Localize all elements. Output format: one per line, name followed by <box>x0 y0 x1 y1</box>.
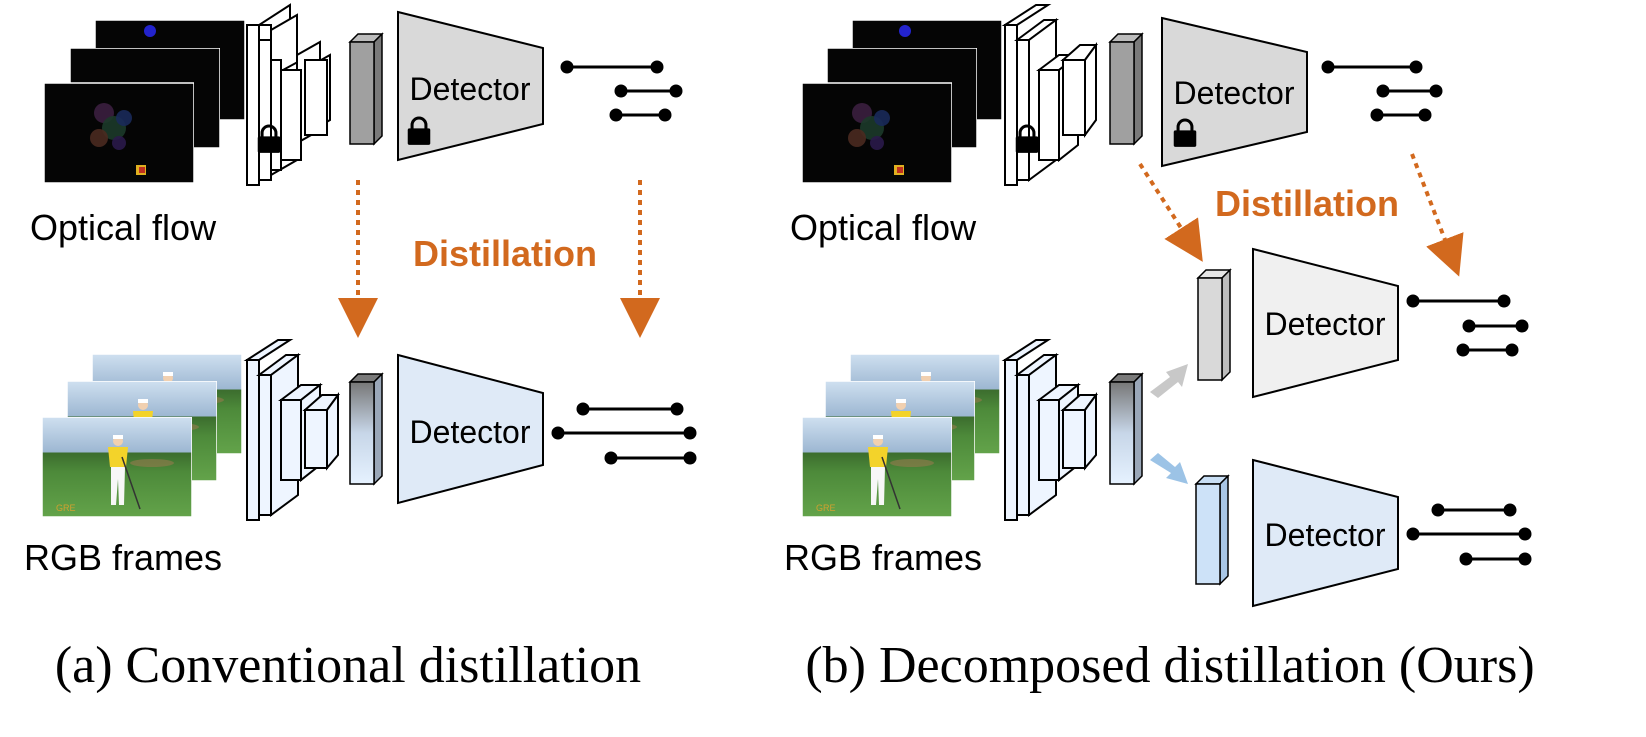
rgb-proposals-a <box>551 402 697 465</box>
distill-arrow <box>1138 162 1203 262</box>
detector-label: Detector <box>410 71 531 107</box>
flow-backbone-a <box>246 3 331 186</box>
rgb-frame-image <box>802 354 1000 517</box>
caption-a: (a) Conventional distillation <box>55 637 641 694</box>
rgb-feature-a <box>348 372 384 486</box>
detector-label: Detector <box>410 414 531 450</box>
rgb-detector-b: Detector <box>1252 458 1399 608</box>
optical-flow-image <box>802 20 1002 184</box>
mid-detector-b: Detector <box>1252 247 1399 399</box>
rgb-frames-label: RGB frames <box>24 537 222 578</box>
distillation-label: Distillation <box>1215 183 1399 224</box>
detector-label: Detector <box>1265 306 1386 342</box>
rgb-detector-a: Detector <box>397 353 544 505</box>
rgb-frame-image <box>42 354 242 517</box>
rgb-backbone-b <box>1001 339 1098 521</box>
caption-b: (b) Decomposed distillation (Ours) <box>805 637 1534 694</box>
flow-feature-b <box>1108 32 1144 146</box>
flow-proposals-b <box>1321 60 1443 122</box>
optical-flow-label: Optical flow <box>790 207 977 248</box>
panel-a: Detector Optical flow Distillation <box>24 3 697 694</box>
panel-b: Detector Optical flow Distillation Detec… <box>784 4 1535 694</box>
distillation-label: Distillation <box>413 233 597 274</box>
optical-flow-label: Optical flow <box>30 207 217 248</box>
flow-feature-a <box>348 32 384 146</box>
flow-backbone-b <box>1001 4 1098 186</box>
flow-proposals-a <box>560 60 683 122</box>
flow-detector-b: Detector <box>1161 16 1308 168</box>
mid-proposals-b <box>1406 294 1529 357</box>
distill-arrow <box>1410 153 1464 277</box>
split-arrow-gray <box>1150 364 1188 398</box>
flow-detector-a: Detector <box>397 10 544 162</box>
rgb-proposals-b <box>1406 503 1532 566</box>
decomposed-flow-feature <box>1196 268 1232 382</box>
detector-label: Detector <box>1174 75 1295 111</box>
rgb-backbone-a <box>243 339 340 521</box>
detector-label: Detector <box>1265 517 1386 553</box>
rgb-frames-label: RGB frames <box>784 537 982 578</box>
optical-flow-image <box>44 20 245 184</box>
decomposed-rgb-feature <box>1194 474 1230 586</box>
rgb-feature-b <box>1108 372 1144 486</box>
split-arrow-blue <box>1150 453 1188 484</box>
